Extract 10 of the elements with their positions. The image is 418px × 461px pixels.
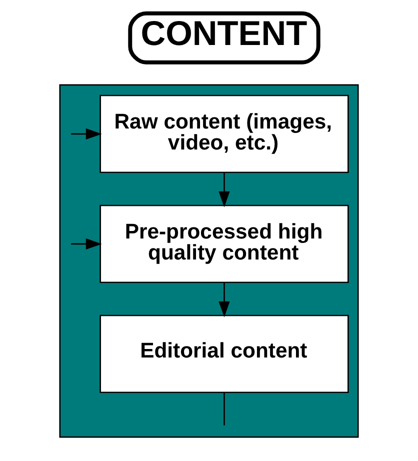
node-box: Pre-processed high quality content xyxy=(100,204,349,284)
arrow xyxy=(218,172,230,208)
node-box: Raw content (images, video, etc.) xyxy=(100,94,349,174)
connector xyxy=(224,392,225,426)
node-box: CONTENT xyxy=(128,11,320,64)
arrow xyxy=(218,282,230,318)
arrow xyxy=(71,238,102,250)
cluster xyxy=(59,84,359,438)
node-box: Editorial content xyxy=(100,314,349,394)
arrow xyxy=(71,128,102,140)
